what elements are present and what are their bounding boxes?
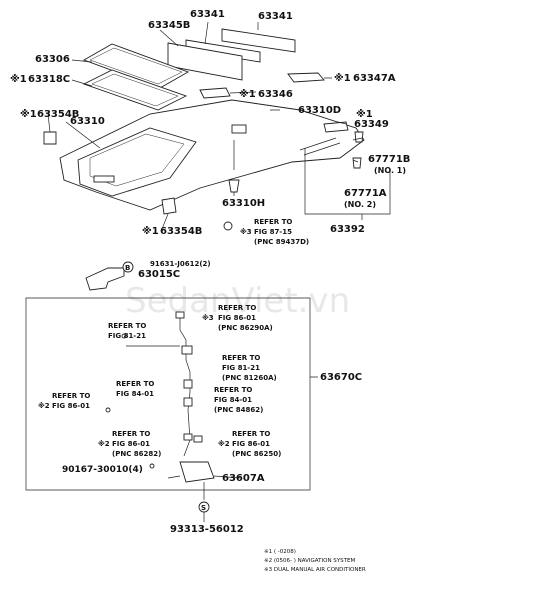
callout-63318c-star: ※1 (10, 73, 27, 85)
sub-assembly-frame (25, 297, 311, 491)
callout-63015c: 63015C (138, 269, 180, 280)
callout-63310: 63310 (70, 116, 105, 127)
ref-8-line1: REFER TO (112, 430, 150, 438)
ref-1-line3: (PNC 89437D) (254, 238, 309, 246)
map-lamp-63607a[interactable] (179, 461, 215, 483)
ref-5-line1: REFER TO (214, 386, 252, 394)
callout-no2: (NO. 2) (344, 200, 376, 209)
callout-91631: 91631-J0612(2) (150, 260, 211, 268)
ref-1-line1: REFER TO (254, 218, 292, 226)
ref-1-line2: FIG 87-15 (254, 228, 292, 236)
footnote-1: ※1 ( -0208) (264, 549, 296, 555)
ref-6-line2: FIG 84-01 (116, 390, 154, 398)
ref-2-line2: FIG 86-01 (218, 314, 256, 322)
ref-8-line3: (PNC 86282) (112, 450, 161, 458)
callout-63607a: 63607A (222, 473, 265, 484)
ref-5-line2: FIG 84-01 (214, 396, 252, 404)
ref-9-star: ※2 (218, 439, 230, 448)
sunshade-panel-63341-a[interactable] (221, 28, 296, 53)
callout-63354b-bottom: 63354B (160, 226, 202, 237)
callout-67771b: 67771B (368, 154, 410, 165)
callout-63318c: 63318C (28, 74, 70, 85)
callout-63349-star: ※1 (356, 108, 373, 120)
callout-90167: 90167-30010(4) (62, 465, 143, 475)
ref-1-star: ※3 (240, 227, 252, 236)
ref-4-line2: FIG 81-21 (222, 364, 260, 372)
ref-9-line3: (PNC 86250) (232, 450, 281, 458)
ref-7-line1: REFER TO (52, 392, 90, 400)
footnote-3: ※3 DUAL MANUAL AIR CONDITIONER (264, 567, 366, 573)
ref-7-line2: FIG 86-01 (52, 402, 90, 410)
ref-2-line3: (PNC 86290A) (218, 324, 273, 332)
clip-67771b[interactable] (354, 131, 364, 143)
roof-headliner-63310[interactable] (59, 99, 365, 211)
ref-8-line2: FIG 86-01 (112, 440, 150, 448)
sunshade-panel-63345b[interactable] (167, 42, 243, 81)
ref-2-star: ※3 (202, 313, 214, 322)
ref-2-line1: REFER TO (218, 304, 256, 312)
clip-63310h[interactable] (228, 179, 240, 193)
ref-6-line1: REFER TO (116, 380, 154, 388)
callout-63310d: 63310D (298, 105, 341, 116)
callout-63345b: 63345B (148, 20, 190, 31)
callout-63346: 63346 (258, 89, 293, 100)
sunroof-trim-frame-63318c[interactable] (82, 69, 188, 111)
clip-63354b-bottom[interactable] (161, 197, 177, 215)
callout-63341-a: 63341 (258, 11, 293, 22)
pad-63346[interactable] (199, 87, 231, 99)
ref-4-line3: (PNC 81260A) (222, 374, 277, 382)
pad-63347a[interactable] (287, 72, 325, 83)
callout-67771a: 67771A (344, 188, 387, 199)
callout-no1: (NO. 1) (374, 166, 406, 175)
circle-s-label: S (201, 504, 206, 512)
wiring-harness (105, 311, 203, 469)
callout-63354b-top-star: ※1 (20, 108, 37, 120)
bracket-63015c[interactable] (85, 267, 125, 291)
clip-67771a[interactable] (352, 157, 362, 169)
ref-9-line1: REFER TO (232, 430, 270, 438)
pad-63349[interactable] (323, 121, 349, 133)
callout-63392: 63392 (330, 224, 365, 235)
ref-7-star: ※2 (38, 401, 50, 410)
footnote-2: ※2 (0506- ) NAVIGATION SYSTEM (264, 558, 355, 564)
watermark: SedanViet.vn (125, 281, 350, 321)
ref-9-line2: FIG 86-01 (232, 440, 270, 448)
callout-63341-b: 63341 (190, 9, 225, 20)
callout-63354b-top: 63354B (37, 109, 79, 120)
callout-63347a-star: ※1 (334, 72, 351, 84)
callout-63346-star: ※1 (239, 88, 256, 100)
ref-4-line1: REFER TO (222, 354, 260, 362)
ref-3-line2: FIG 81-21 (108, 332, 146, 340)
clip-63354b-top[interactable] (43, 131, 57, 145)
callout-63349: 63349 (354, 119, 389, 130)
sunroof-glass-63306[interactable] (82, 43, 190, 89)
circle-b-label: B (125, 264, 130, 272)
callout-63310h: 63310H (222, 198, 265, 209)
callout-63347a: 63347A (353, 73, 396, 84)
callout-63354b-bottom-star: ※1 (142, 225, 159, 237)
callout-63306: 63306 (35, 54, 70, 65)
callout-93313: 93313-56012 (170, 524, 244, 535)
ref-8-star: ※2 (98, 439, 110, 448)
circle-marker-b (122, 261, 134, 273)
callout-63670c: 63670C (320, 372, 362, 383)
ref-5-line3: (PNC 84862) (214, 406, 263, 414)
ref-3-line1: REFER TO (108, 322, 146, 330)
grommet-ref-89437d[interactable] (223, 221, 233, 231)
